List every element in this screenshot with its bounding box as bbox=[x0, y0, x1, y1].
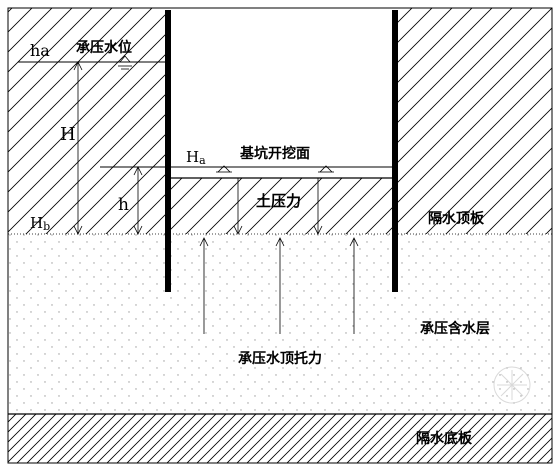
label-h: h bbox=[118, 195, 129, 215]
h-arrow-top bbox=[133, 166, 143, 176]
label-excavation-surface: 基坑开挖面 bbox=[240, 145, 310, 162]
uplift-arrow-3 bbox=[349, 237, 359, 334]
soil-pressure-arrow-left bbox=[233, 178, 243, 235]
water-level-symbol bbox=[118, 55, 132, 70]
label-soil-pressure: 土压力 bbox=[256, 192, 301, 210]
label-H: H bbox=[60, 124, 76, 145]
soil-pressure-arrow-right bbox=[313, 178, 323, 235]
H-arrow-bottom bbox=[73, 225, 83, 235]
h-arrow-bottom bbox=[133, 225, 143, 235]
label-Hb-sub: b bbox=[43, 220, 50, 233]
label-uplift-force: 承压水顶托力 bbox=[238, 350, 322, 367]
pit-soil-hatch bbox=[168, 178, 395, 234]
right-retaining-wall bbox=[392, 10, 398, 292]
label-ha: ha bbox=[30, 41, 50, 60]
left-soil-hatch bbox=[8, 8, 168, 234]
excavation-ground-marker-2 bbox=[318, 165, 334, 173]
uplift-arrow-2 bbox=[275, 237, 285, 334]
excavation-ground-marker-1 bbox=[216, 165, 232, 173]
label-aquitard-bottom: 隔水底板 bbox=[416, 430, 473, 447]
uplift-arrow-1 bbox=[199, 237, 209, 334]
left-retaining-wall bbox=[165, 10, 171, 292]
label-confined-water-level: 承压水位 bbox=[76, 39, 132, 56]
watermark-logo bbox=[493, 366, 531, 404]
aquitard-bottom-zone bbox=[8, 414, 552, 463]
label-Ha: Ha bbox=[186, 148, 206, 167]
H-arrow-top bbox=[73, 61, 83, 71]
label-aquitard-top: 隔水顶板 bbox=[428, 210, 485, 227]
label-Hb: Hb bbox=[30, 214, 50, 233]
label-confined-aquifer: 承压含水层 bbox=[420, 320, 490, 337]
label-Ha-main: H bbox=[186, 148, 199, 166]
pit-void bbox=[168, 10, 395, 176]
label-Hb-main: H bbox=[30, 214, 43, 232]
right-soil-hatch bbox=[395, 8, 552, 234]
label-Ha-sub: a bbox=[199, 154, 206, 167]
